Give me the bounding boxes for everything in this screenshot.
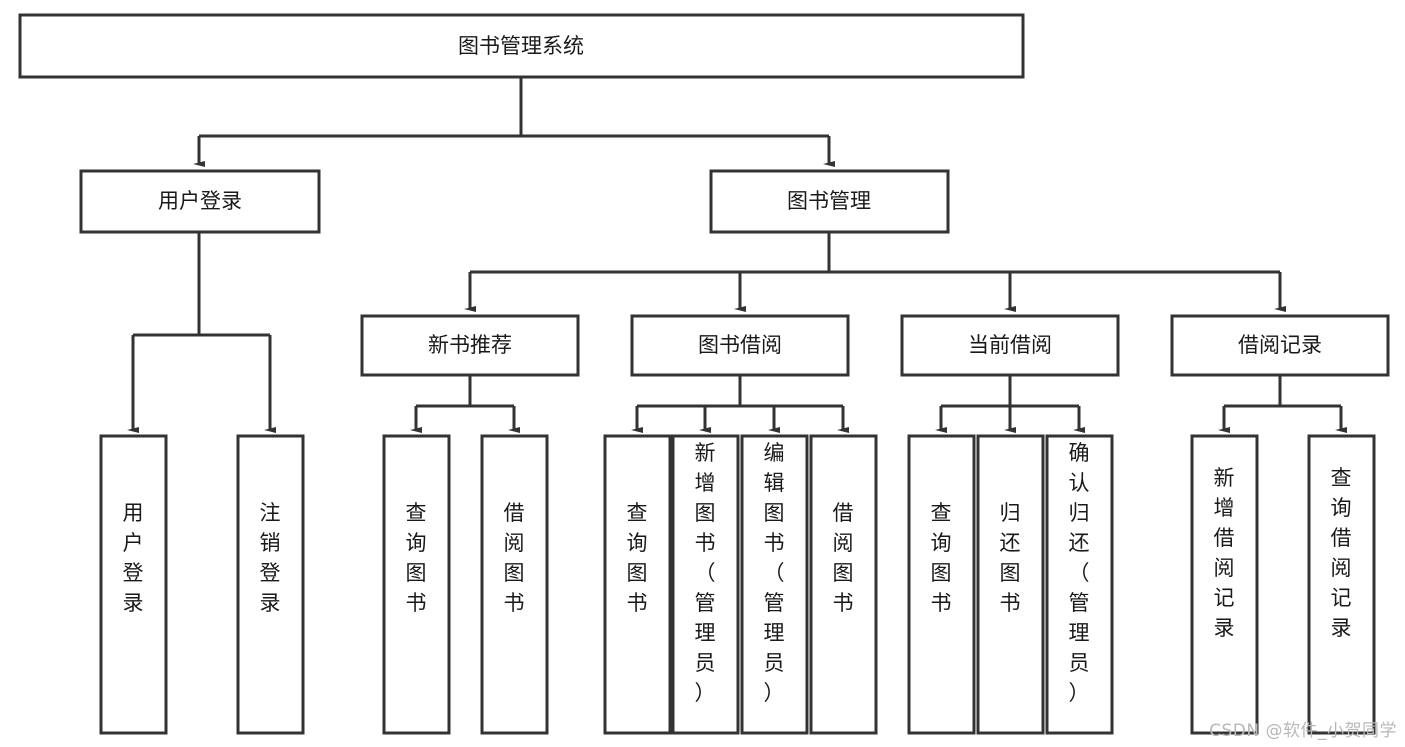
node-leaf-add-record-label: 新增借阅记录 — [1214, 466, 1235, 640]
node-root-box[interactable] — [18, 13, 1025, 79]
node-leaf-borrow-book-2[interactable]: 借阅图书 — [809, 434, 878, 735]
node-leaf-confirm-return-box[interactable] — [1045, 434, 1114, 735]
node-leaf-borrow-book-1-label: 借阅图书 — [504, 501, 525, 615]
connector-group — [127, 78, 1347, 433]
node-current-borrow[interactable]: 当前借阅 — [900, 314, 1120, 377]
node-leaf-user-logout[interactable]: 注销登录 — [236, 434, 305, 735]
node-leaf-query-book-2-label: 查询图书 — [627, 501, 648, 615]
node-leaf-add-record-box[interactable] — [1190, 434, 1259, 735]
node-leaf-user-logout-box[interactable] — [236, 434, 305, 735]
node-leaf-edit-book-label: 编辑图书（管理员） — [764, 441, 785, 705]
node-new-book-recommend-box[interactable] — [360, 314, 580, 377]
node-leaf-query-book-3[interactable]: 查询图书 — [907, 434, 976, 735]
node-leaf-confirm-return-label: 确认归还（管理员） — [1069, 441, 1090, 705]
node-leaf-add-book[interactable]: 新增图书（管理员） — [671, 434, 740, 735]
node-book-borrow-box[interactable] — [630, 314, 850, 377]
node-leaf-query-book-1[interactable]: 查询图书 — [382, 434, 451, 735]
node-leaf-return-book[interactable]: 归还图书 — [976, 434, 1045, 735]
node-leaf-query-book-1-label: 查询图书 — [406, 501, 427, 615]
node-root[interactable]: 图书管理系统 — [18, 13, 1025, 79]
node-leaf-confirm-return[interactable]: 确认归还（管理员） — [1045, 434, 1114, 735]
node-leaf-user-login-box[interactable] — [99, 434, 168, 735]
node-leaf-query-book-3-label: 查询图书 — [931, 501, 952, 615]
node-borrow-record[interactable]: 借阅记录 — [1170, 314, 1390, 377]
node-borrow-record-box[interactable] — [1170, 314, 1390, 377]
node-new-book-recommend-label: 新书推荐 — [428, 333, 512, 357]
node-leaf-borrow-book-1[interactable]: 借阅图书 — [480, 434, 549, 735]
node-leaf-query-book-2[interactable]: 查询图书 — [603, 434, 672, 735]
node-current-borrow-box[interactable] — [900, 314, 1120, 377]
node-book-manage-box[interactable] — [709, 169, 950, 234]
node-user-login-box[interactable] — [79, 169, 321, 234]
node-leaf-query-book-2-box[interactable] — [603, 434, 672, 735]
node-leaf-user-login[interactable]: 用户登录 — [99, 434, 168, 735]
node-leaf-user-logout-label: 注销登录 — [260, 501, 281, 615]
node-book-manage[interactable]: 图书管理 — [709, 169, 950, 234]
node-leaf-borrow-book-2-box[interactable] — [809, 434, 878, 735]
node-root-label: 图书管理系统 — [458, 34, 584, 58]
node-leaf-return-book-label: 归还图书 — [1000, 501, 1021, 615]
node-leaf-add-book-box[interactable] — [671, 434, 740, 735]
node-user-login[interactable]: 用户登录 — [79, 169, 321, 234]
node-leaf-query-record-label: 查询借阅记录 — [1331, 466, 1352, 640]
node-leaf-query-book-3-box[interactable] — [907, 434, 976, 735]
node-leaf-query-record[interactable]: 查询借阅记录 — [1307, 434, 1376, 735]
node-leaf-borrow-book-1-box[interactable] — [480, 434, 549, 735]
node-leaf-query-book-1-box[interactable] — [382, 434, 451, 735]
node-new-book-recommend[interactable]: 新书推荐 — [360, 314, 580, 377]
node-book-borrow-label: 图书借阅 — [698, 333, 782, 357]
node-user-login-label: 用户登录 — [158, 189, 242, 213]
node-book-borrow[interactable]: 图书借阅 — [630, 314, 850, 377]
node-leaf-borrow-book-2-label: 借阅图书 — [833, 501, 854, 615]
node-borrow-record-label: 借阅记录 — [1238, 333, 1322, 357]
node-leaf-edit-book-box[interactable] — [740, 434, 809, 735]
leaf-node-group: 用户登录 注销登录 查询图书 借阅图书 查询图书 新增图书（管理员） — [99, 434, 1376, 735]
node-leaf-user-login-label: 用户登录 — [123, 501, 144, 615]
node-leaf-query-record-box[interactable] — [1307, 434, 1376, 735]
node-leaf-edit-book[interactable]: 编辑图书（管理员） — [740, 434, 809, 735]
node-current-borrow-label: 当前借阅 — [968, 333, 1052, 357]
node-leaf-return-book-box[interactable] — [976, 434, 1045, 735]
node-leaf-add-record[interactable]: 新增借阅记录 — [1190, 434, 1259, 735]
node-leaf-add-book-label: 新增图书（管理员） — [695, 441, 716, 705]
node-book-manage-label: 图书管理 — [787, 189, 871, 213]
